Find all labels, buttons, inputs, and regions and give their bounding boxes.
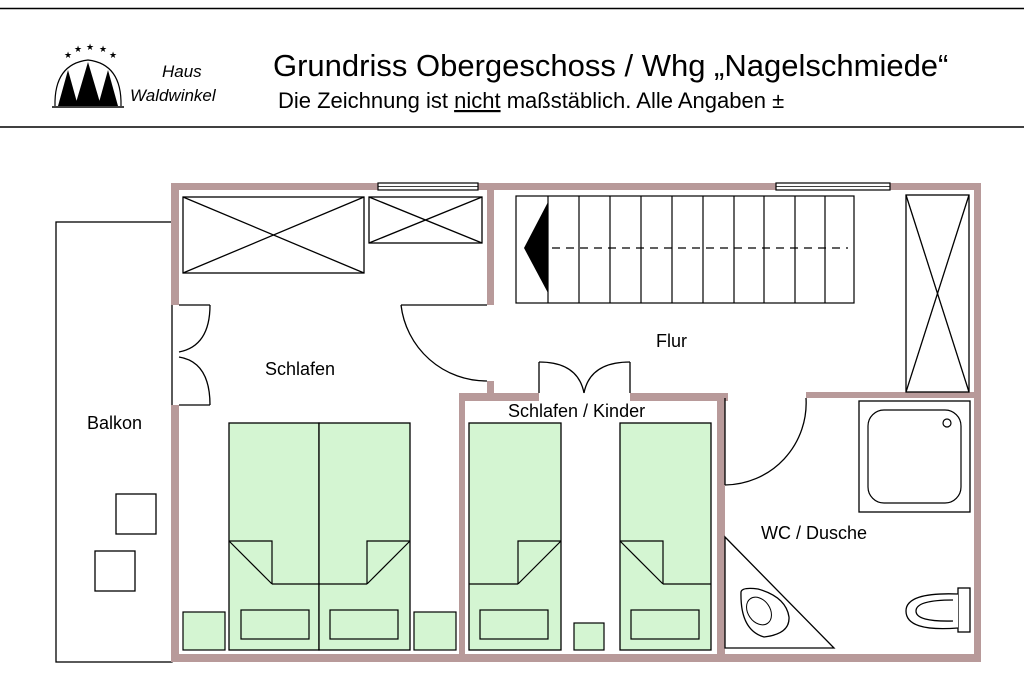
stars-icon: ★ ★ ★ ★ ★ [64,42,117,60]
subtitle: Die Zeichnung ist nicht maßstäblich. All… [278,88,784,113]
balcony-chair [94,550,136,592]
bed-blanket-fold [229,540,273,584]
wardrobe [368,196,483,244]
shower-basin [867,409,962,504]
nightstand [573,622,605,651]
nightstand [182,611,226,651]
bed-blanket-fold [517,540,561,584]
logo-haus: Haus [162,62,202,81]
subtitle-emph: nicht [454,88,500,113]
pillow [329,609,399,640]
subtitle-pre: Die Zeichnung ist [278,88,454,113]
logo-waldwinkel: Waldwinkel [130,86,217,105]
washbasin-icon [740,587,790,638]
floor-plan: Balkon [55,182,981,663]
staircase [515,195,855,304]
bed-blanket-fold [366,540,410,584]
logo-arc-icon [54,59,122,107]
stair-arrow-icon [524,202,548,293]
room-label-kinder: Schlafen / Kinder [508,401,645,421]
nightstand [413,611,457,651]
fir-trees-icon [58,62,118,106]
wardrobe [182,196,365,274]
balcony [55,221,173,663]
room-label-schlafen: Schlafen [265,359,335,379]
outer-walls [171,183,981,662]
room-label-balkon: Balkon [87,413,142,433]
shower-drain-icon [942,418,952,428]
pillow [630,609,700,640]
toilet-icon [905,587,971,633]
door-balkon [178,304,211,406]
room-label-flur: Flur [656,331,687,351]
inner-walls [459,190,974,662]
balcony-chair [115,493,157,535]
svg-text:★: ★ [64,50,72,60]
svg-text:★: ★ [99,44,107,54]
subtitle-post: maßstäblich. Alle Angaben ± [501,88,785,113]
door-schlafen-kinder [538,361,631,394]
svg-text:★: ★ [74,44,82,54]
pillow [479,609,549,640]
door-bad [724,397,807,486]
svg-text:★: ★ [86,42,94,52]
logo: ★ ★ ★ ★ ★ Haus Waldwinkel [52,42,217,108]
page-title: Grundriss Obergeschoss / Whg „Nagelschmi… [273,48,948,83]
bed-blanket-fold [620,540,664,584]
door-flur-schlafen [400,304,488,382]
pillow [240,609,310,640]
room-label-bad: WC / Dusche [761,523,867,543]
header: ★ ★ ★ ★ ★ Haus Waldwinkel Grundriss Ober… [0,7,1024,128]
wardrobe [905,194,970,393]
svg-text:★: ★ [109,50,117,60]
